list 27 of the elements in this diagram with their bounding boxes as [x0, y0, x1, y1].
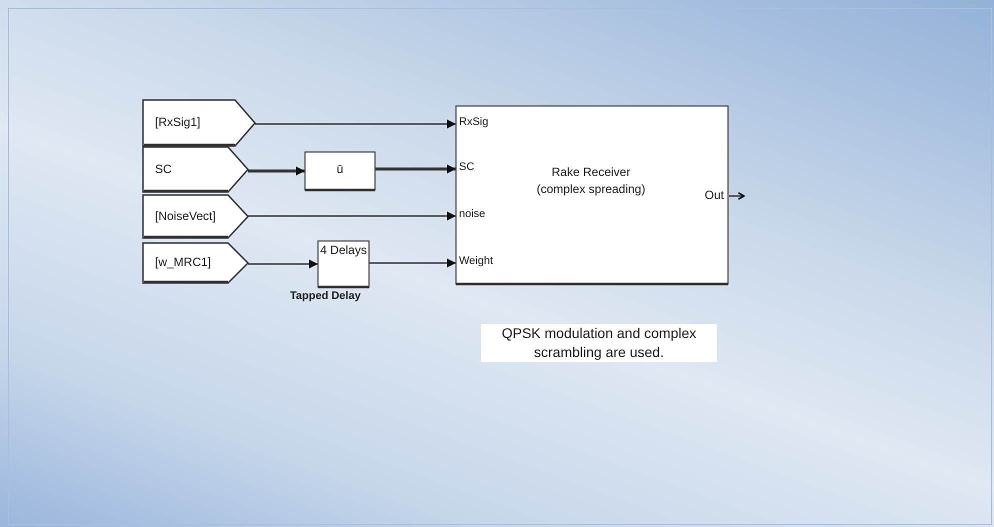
signal-arrow — [248, 260, 318, 268]
port-label: Weight — [459, 255, 494, 267]
goto-tag — [143, 100, 255, 146]
signal-arrow — [375, 164, 456, 174]
block-caption: Tapped Delay — [290, 290, 361, 302]
block-label: 4 Delays — [319, 242, 368, 259]
goto-tag — [143, 195, 248, 238]
goto-tag — [143, 243, 248, 283]
block-label: ū — [336, 162, 344, 176]
block-title: Rake Receiver (complex spreading) — [536, 164, 646, 198]
port-label: Out — [704, 188, 724, 202]
tag-label: [w_MRC1] — [155, 255, 212, 269]
annotation-note: QPSK modulation and complex scrambling are used. — [481, 324, 717, 362]
tag-label: SC — [155, 162, 172, 176]
signal-arrow — [729, 192, 745, 200]
function-block — [305, 152, 375, 190]
signal-arrow — [248, 212, 456, 220]
port-label: SC — [459, 161, 474, 173]
tag-label: [RxSig1] — [155, 115, 200, 129]
tag-label: [NoiseVect] — [155, 208, 216, 222]
port-label: RxSig — [459, 116, 488, 128]
function-block — [456, 106, 728, 284]
signal-arrow — [255, 120, 456, 128]
port-label: noise — [459, 208, 486, 220]
goto-tag — [143, 147, 248, 192]
signal-arrow — [369, 258, 456, 268]
signal-arrow — [248, 166, 305, 176]
